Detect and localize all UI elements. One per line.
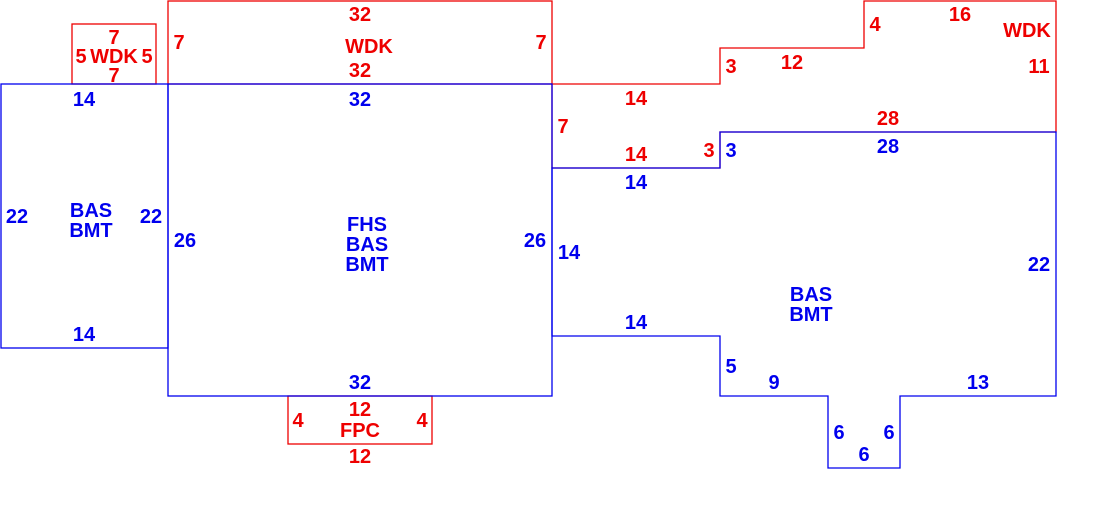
area-code: BAS [346,234,388,256]
dimension-label: 14 [625,144,648,166]
area-code: WDK [345,36,393,58]
area-code: FHS [347,214,387,236]
dimension-label: 16 [949,4,971,26]
area-code: FPC [340,420,380,442]
dimension-label: 26 [174,230,196,252]
dimension-label: 6 [883,422,894,444]
dimension-label: 3 [725,56,736,78]
area-code: BMT [345,254,388,276]
dimension-label: 32 [349,60,371,82]
dimension-label: 28 [877,108,899,130]
dimension-label: 14 [625,172,648,194]
dimension-label: 6 [858,444,869,466]
dimension-label: 7 [557,116,568,138]
dimension-label: 5 [725,356,736,378]
dimension-label: 12 [781,52,803,74]
dimension-label: 22 [1028,254,1050,276]
area-code: WDK [90,46,138,68]
dimension-label: 7 [173,32,184,54]
dimension-label: 11 [1028,56,1049,78]
area-code: BAS [790,284,832,306]
dimension-label: 14 [558,242,581,264]
dimension-label: 14 [625,312,648,334]
dimension-label: 4 [416,410,428,432]
area-code: BMT [69,220,112,242]
dimension-label: 22 [6,206,28,228]
dimension-label: 22 [140,206,162,228]
area-code: BMT [789,304,832,326]
dimension-label: 9 [768,372,779,394]
right-area-outline [551,131,1057,469]
dimension-label: 26 [524,230,546,252]
dimension-label: 4 [292,410,304,432]
dimension-label: 12 [349,399,371,421]
dimension-label: 7 [108,65,119,87]
dimension-label: 28 [877,136,899,158]
dimension-label: 12 [349,446,371,468]
dimension-label: 32 [349,89,371,111]
wdk-right-outline [551,0,1057,169]
dimension-label: 14 [73,89,96,111]
dimension-label: 3 [703,140,714,162]
dimension-label: 5 [75,46,86,68]
dimension-label: 7 [535,32,546,54]
dimension-label: 32 [349,372,371,394]
dimension-label: 4 [869,14,881,36]
dimension-label: 14 [73,324,96,346]
dimension-label: 14 [625,88,648,110]
area-code: BAS [70,200,112,222]
dimension-label: 7 [108,27,119,49]
dimension-label: 32 [349,4,371,26]
dimension-label: 3 [725,140,736,162]
dimension-label: 13 [967,372,989,394]
dimension-label: 5 [141,46,152,68]
dimension-label: 6 [833,422,844,444]
area-code: WDK [1003,20,1051,42]
